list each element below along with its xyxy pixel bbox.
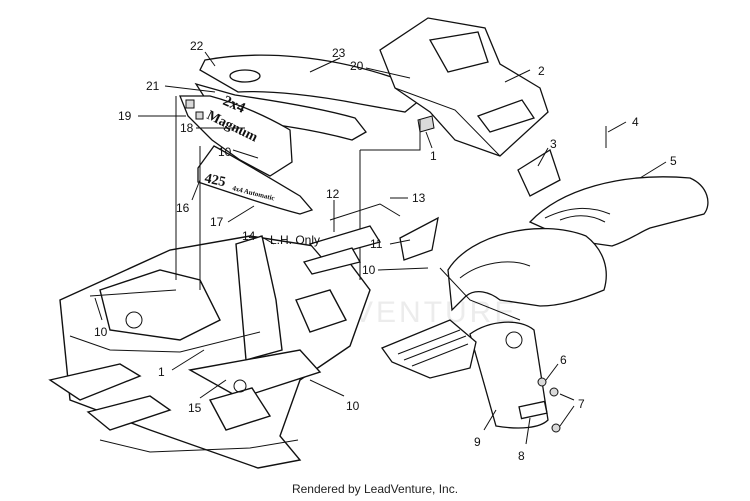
flap-plate (518, 400, 548, 420)
callout-11: 11 (370, 237, 383, 251)
nut-6 (537, 377, 547, 387)
leader-lines (94, 51, 667, 445)
headlight-pod (379, 17, 549, 157)
panel-clip (185, 99, 195, 109)
callout-22: 22 (190, 39, 204, 53)
callout-3: 3 (550, 137, 557, 151)
callout-6: 6 (560, 353, 567, 367)
mounting-guides (89, 96, 521, 321)
callout-10c: 10 (94, 325, 108, 339)
callout-7: 7 (578, 397, 585, 411)
callout-4: 4 (632, 115, 639, 129)
callout-23: 23 (332, 46, 346, 60)
callout-21: 21 (146, 79, 160, 93)
frame (48, 235, 371, 469)
callout-18: 18 (180, 121, 194, 135)
callout-1b: 1 (158, 365, 165, 379)
callout-17: 17 (210, 215, 224, 229)
callout-16: 16 (176, 201, 190, 215)
callout-8: 8 (518, 449, 525, 463)
lh-only-note: L.H. Only (270, 233, 320, 247)
mud-flap (469, 321, 549, 429)
callout-10: 10 (218, 145, 232, 159)
decal-425: 425 (203, 171, 227, 190)
callout-15: 15 (188, 401, 202, 415)
front-hood-panel (194, 54, 421, 141)
callout-5: 5 (670, 154, 677, 168)
callout-19: 19 (118, 109, 132, 123)
reinforcement-plate (308, 225, 382, 259)
side-panel (179, 95, 314, 215)
callout-2: 2 (538, 64, 545, 78)
front-fender (447, 227, 607, 312)
footer-credit: Rendered by LeadVenture, Inc. (291, 482, 459, 496)
callout-10d: 10 (346, 399, 360, 413)
nut-7 (549, 387, 559, 397)
fender-decal-rear (517, 149, 561, 197)
rear-fender (528, 176, 709, 247)
panel-clip-2 (195, 111, 204, 120)
callout-10b: 10 (362, 263, 376, 277)
callout-1: 1 (430, 149, 437, 163)
nut-7b (551, 423, 561, 433)
callout-12: 12 (326, 187, 340, 201)
bracket (417, 115, 435, 133)
callout-20: 20 (350, 59, 364, 73)
callout-13: 13 (412, 191, 426, 205)
callout-14: 14 (242, 229, 256, 243)
fender-decal-front (399, 216, 439, 261)
footrest (380, 319, 477, 379)
reinforcement-plate-2 (302, 247, 361, 275)
callout-9: 9 (474, 435, 481, 449)
